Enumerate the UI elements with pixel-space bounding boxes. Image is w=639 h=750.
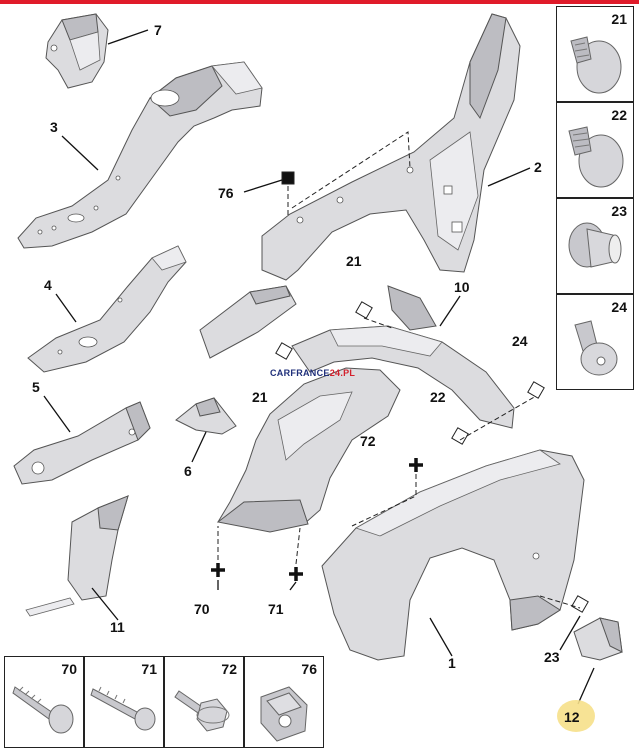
leader-12 xyxy=(577,667,595,705)
leader-76 xyxy=(243,179,283,193)
callout-4: 4 xyxy=(44,277,52,293)
part-4-member xyxy=(27,245,187,373)
callout-12: 12 xyxy=(564,709,580,725)
callout-5: 5 xyxy=(32,379,40,395)
leader-2 xyxy=(487,167,531,187)
callout-7: 7 xyxy=(154,22,162,38)
callout-71: 71 xyxy=(268,601,284,617)
callout-10: 10 xyxy=(454,279,470,295)
bottom-box-72-label: 72 xyxy=(221,661,237,677)
dash-22-24 xyxy=(459,395,537,441)
part-3-side-member xyxy=(17,61,263,249)
screw-70-icon xyxy=(12,686,74,734)
plus-marker-70 xyxy=(211,563,225,577)
plus-marker-71 xyxy=(289,567,303,581)
clip-nut-76-icon xyxy=(260,686,308,742)
callout-72: 72 xyxy=(360,433,376,449)
leader-23 xyxy=(559,615,581,651)
side-box-24[interactable]: 24 xyxy=(556,294,634,390)
leader-7 xyxy=(107,29,149,45)
callout-21a: 21 xyxy=(346,253,362,269)
bottom-box-72[interactable]: 72 xyxy=(164,656,244,748)
callout-11: 11 xyxy=(110,619,125,635)
dash-23 xyxy=(539,595,581,609)
part-11-shield xyxy=(25,495,129,617)
watermark: CARFRANCE24.PL xyxy=(270,368,355,378)
marker-22-clip xyxy=(451,427,469,445)
plus-marker-72 xyxy=(409,458,423,472)
marker-21-clip xyxy=(355,301,373,319)
callout-22: 22 xyxy=(430,389,446,405)
leader-10 xyxy=(439,295,461,327)
side-box-22[interactable]: 22 xyxy=(556,102,634,198)
top-accent-bar xyxy=(0,0,639,4)
watermark-suffix: 24 xyxy=(329,368,341,378)
push-clip-22-icon xyxy=(568,126,624,188)
push-clip-24-icon xyxy=(574,320,618,376)
screw-71-icon xyxy=(90,686,156,731)
marker-23-clip xyxy=(571,595,589,613)
bottom-box-71-label: 71 xyxy=(141,661,157,677)
callout-12-highlight xyxy=(557,700,595,732)
callout-3: 3 xyxy=(50,119,58,135)
callout-23: 23 xyxy=(544,649,560,665)
leader-3 xyxy=(61,135,99,171)
part-12-trim xyxy=(573,617,623,661)
side-box-24-label: 24 xyxy=(611,299,627,315)
part-6-clip-bracket xyxy=(175,397,237,435)
part-5-reinforcement xyxy=(13,401,151,485)
marker-24-clip xyxy=(527,381,545,399)
callout-2: 2 xyxy=(534,159,542,175)
callout-76: 76 xyxy=(218,185,234,201)
leader-1 xyxy=(429,617,453,657)
marker-76-square xyxy=(281,171,295,185)
part-2-apron xyxy=(199,13,521,359)
push-clip-21-icon xyxy=(570,36,622,94)
callout-21b: 21 xyxy=(252,389,268,405)
leader-5 xyxy=(43,395,71,433)
side-box-23-label: 23 xyxy=(611,203,627,219)
callout-6: 6 xyxy=(184,463,192,479)
callout-24: 24 xyxy=(512,333,528,349)
callout-70: 70 xyxy=(194,601,210,617)
leader-11 xyxy=(91,587,119,621)
side-box-21-label: 21 xyxy=(611,11,627,27)
part-10-inner-wheel-arch xyxy=(291,285,515,429)
push-clip-23-icon xyxy=(568,222,622,268)
leader-6 xyxy=(191,431,207,463)
part-7-bracket xyxy=(45,13,109,89)
side-box-23[interactable]: 23 xyxy=(556,198,634,294)
marker-21b-clip xyxy=(275,342,293,360)
callout-1: 1 xyxy=(448,655,456,671)
watermark-domain: .PL xyxy=(340,368,356,378)
bottom-box-76[interactable]: 76 xyxy=(244,656,324,748)
leader-71 xyxy=(289,581,297,591)
watermark-main: CARFRANCE xyxy=(270,368,330,378)
bottom-box-76-label: 76 xyxy=(301,661,317,677)
dash-76b xyxy=(291,131,411,209)
bottom-box-71[interactable]: 71 xyxy=(84,656,164,748)
dash-71 xyxy=(295,527,301,565)
leader-4 xyxy=(55,293,77,323)
bolt-72-icon xyxy=(174,690,230,732)
side-box-21[interactable]: 21 xyxy=(556,6,634,102)
part-1-front-wing xyxy=(321,449,585,661)
side-box-22-label: 22 xyxy=(611,107,627,123)
rear-inner-wheel-arch xyxy=(216,367,401,533)
dash-21 xyxy=(363,317,393,329)
bottom-box-70-label: 70 xyxy=(61,661,77,677)
bottom-box-70[interactable]: 70 xyxy=(4,656,84,748)
